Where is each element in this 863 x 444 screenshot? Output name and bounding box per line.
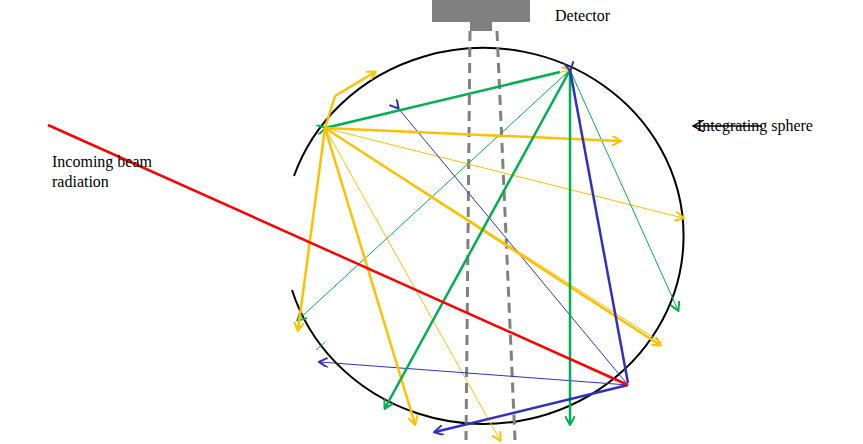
- sphere-label: Integrating sphere: [697, 116, 857, 136]
- detector-stem: [470, 22, 492, 31]
- thick-rays: [298, 70, 660, 432]
- detector-body: [432, 0, 530, 22]
- beam-label: Incoming beam radiation: [52, 152, 164, 192]
- incoming-beam: [48, 125, 628, 385]
- detector-label: Detector: [555, 6, 675, 26]
- sphere-outline: [292, 48, 684, 424]
- detector-view: [497, 31, 515, 440]
